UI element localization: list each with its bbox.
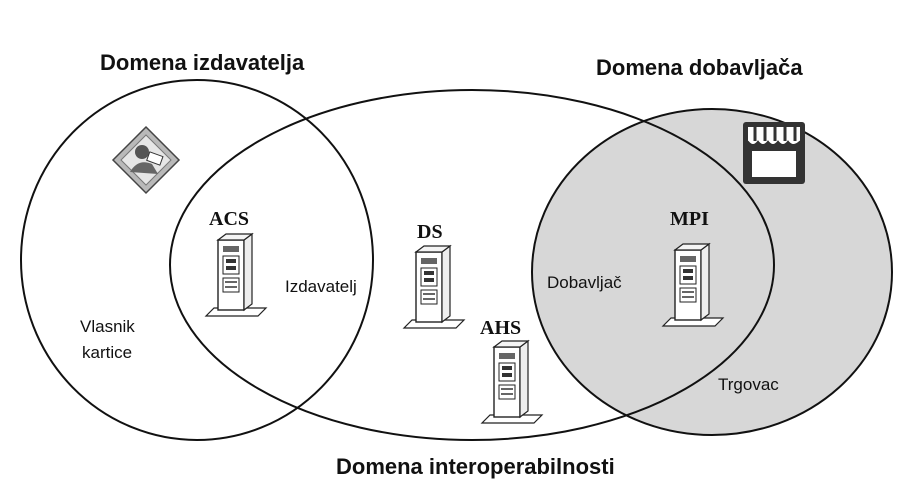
ds-server-icon: [403, 245, 465, 329]
ds-label: DS: [417, 221, 443, 243]
shop-icon: [743, 122, 805, 184]
issuer-domain-title: Domena izdavatelja: [100, 50, 305, 75]
cardholder-label-line2: kartice: [82, 343, 132, 362]
cardholder-icon: [111, 125, 181, 195]
interoperability-domain-ellipse: [169, 89, 775, 441]
ahs-label: AHS: [480, 317, 521, 339]
issuer-domain-ellipse: [20, 79, 374, 441]
issuer-role-label: Izdavatelj: [285, 277, 357, 296]
ahs-server-icon: [481, 340, 543, 424]
acquirer-role-label: Dobavljač: [547, 273, 622, 292]
mpi-label: MPI: [670, 208, 709, 230]
cardholder-label-line1: Vlasnik: [80, 317, 135, 336]
acquirer-domain-title: Domena dobavljača: [596, 55, 803, 80]
acs-label: ACS: [209, 208, 249, 230]
acquirer-domain-ellipse: [531, 108, 893, 436]
interoperability-domain-title: Domena interoperabilnosti: [336, 454, 615, 479]
merchant-label: Trgovac: [718, 375, 779, 394]
acs-server-icon: [205, 233, 267, 317]
